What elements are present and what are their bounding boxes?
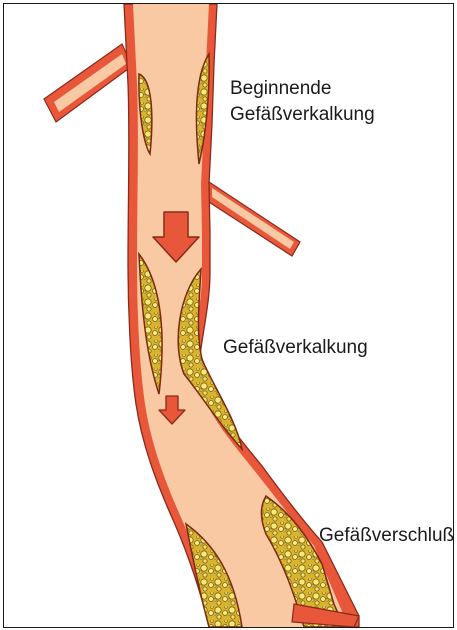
upper-left-branch [44,44,132,122]
label-beginning-line2: Gefäßverkalkung [230,104,375,125]
label-beginning-line1: Beginnende [230,78,331,99]
diagram-frame: Beginnende Gefäßverkalkung Gefäßverkalku… [3,3,454,628]
artery-diagram: Beginnende Gefäßverkalkung Gefäßverkalku… [4,4,453,627]
label-occlusion: Gefäßverschluß [319,525,453,546]
label-calcification: Gefäßverkalkung [223,337,368,358]
right-branch [209,182,300,256]
